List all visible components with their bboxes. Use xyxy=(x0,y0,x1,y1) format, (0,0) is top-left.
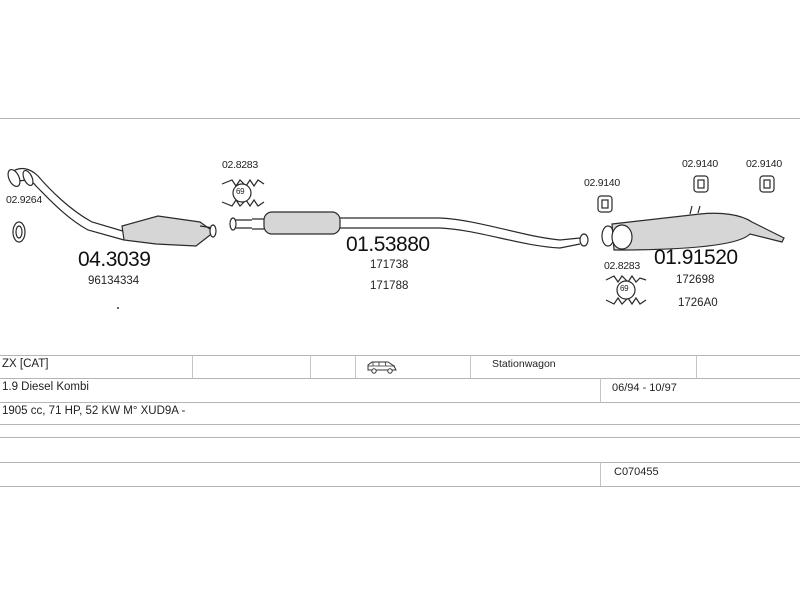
rear-rubber-mount xyxy=(605,274,647,306)
downpipe xyxy=(7,167,127,241)
rear-hanger-2 xyxy=(693,175,709,193)
label-downpipe-clamp: 02.9264 xyxy=(6,194,42,206)
label-cat-converter: 04.3039 xyxy=(78,248,151,271)
label-middle-silencer: 01.53880 xyxy=(346,233,430,256)
rear-hanger-3 xyxy=(759,175,775,193)
label-rear-oem-2: 1726A0 xyxy=(678,297,718,309)
label-rear-silencer: 01.91520 xyxy=(654,246,738,269)
mount-badge-rear: 69 xyxy=(620,284,629,293)
label-middle-oem-1: 171738 xyxy=(370,259,409,271)
cell-variant: 1.9 Diesel Kombi xyxy=(2,381,89,393)
label-cat-oem: 96134334 xyxy=(88,275,140,287)
label-middle-oem-2: 171788 xyxy=(370,280,409,292)
top-border xyxy=(0,118,800,119)
cell-years: 06/94 - 10/97 xyxy=(612,382,677,394)
label-rear-hanger-3: 02.9140 xyxy=(746,158,782,170)
mount-badge-front: 69 xyxy=(236,187,245,196)
rear-silencer xyxy=(601,205,785,251)
exhaust-diagram xyxy=(7,167,785,309)
car-icon xyxy=(367,361,397,374)
cell-engine: 1905 cc, 71 HP, 52 KW M° XUD9A - xyxy=(2,405,186,417)
cell-body-type: Stationwagon xyxy=(492,358,556,370)
front-rubber-mount xyxy=(221,178,265,208)
label-rear-oem-1: 172698 xyxy=(676,274,715,286)
label-front-mount: 02.8283 xyxy=(222,159,258,171)
label-rear-hanger-1: 02.9140 xyxy=(584,177,620,189)
label-rear-mount: 02.8283 xyxy=(604,260,640,272)
rear-hanger-1 xyxy=(597,195,613,213)
cell-code: C070455 xyxy=(614,466,659,478)
catalytic-converter xyxy=(121,215,217,247)
cell-model: ZX [CAT] xyxy=(2,358,49,370)
middle-silencer xyxy=(252,211,589,249)
label-rear-hanger-2: 02.9140 xyxy=(682,158,718,170)
